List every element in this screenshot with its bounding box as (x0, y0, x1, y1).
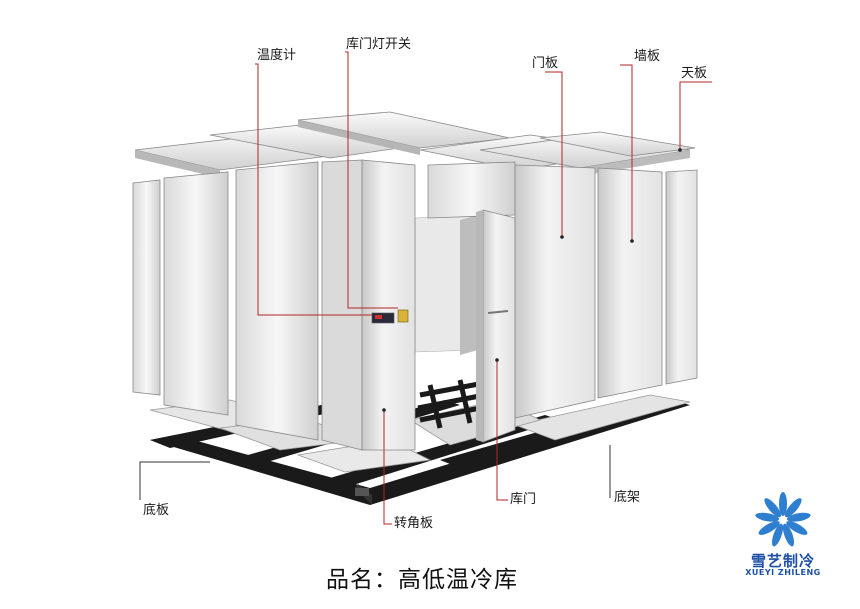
ceiling-panels (134, 111, 696, 178)
brand-name-cn: 雪艺制冷 (750, 552, 815, 570)
brand-name-en: XUEYI ZHILENG (745, 568, 821, 577)
light-switch-device (397, 309, 409, 323)
label-ceiling-panel: 天板 (681, 66, 708, 81)
snowflake-icon (755, 492, 811, 547)
interior-side-wall (460, 215, 478, 355)
open-door (476, 209, 516, 443)
leader-dots (382, 148, 682, 412)
label-base-frame: 底架 (614, 490, 641, 505)
left-wall-panels (132, 161, 319, 441)
corner-panel (321, 159, 416, 451)
leader-lines (255, 51, 712, 525)
right-wall-panels (514, 164, 698, 419)
label-floor-panel: 底板 (143, 503, 170, 518)
brand-logo: 雪艺制冷 XUEYI ZHILENG (728, 490, 838, 580)
black-leader-lines (139, 445, 611, 500)
label-light-switch: 库门灯开关 (346, 37, 412, 52)
label-storage-door: 库门 (510, 492, 537, 507)
label-door-panel: 门板 (532, 56, 559, 71)
product-caption: 品名：高低温冷库 (326, 567, 518, 593)
label-corner-panel: 转角板 (394, 516, 434, 531)
thermometer-device (371, 312, 395, 324)
label-wall-panel: 墙板 (634, 49, 661, 64)
label-thermometer: 温度计 (257, 48, 297, 63)
door-header-panel (427, 161, 516, 219)
